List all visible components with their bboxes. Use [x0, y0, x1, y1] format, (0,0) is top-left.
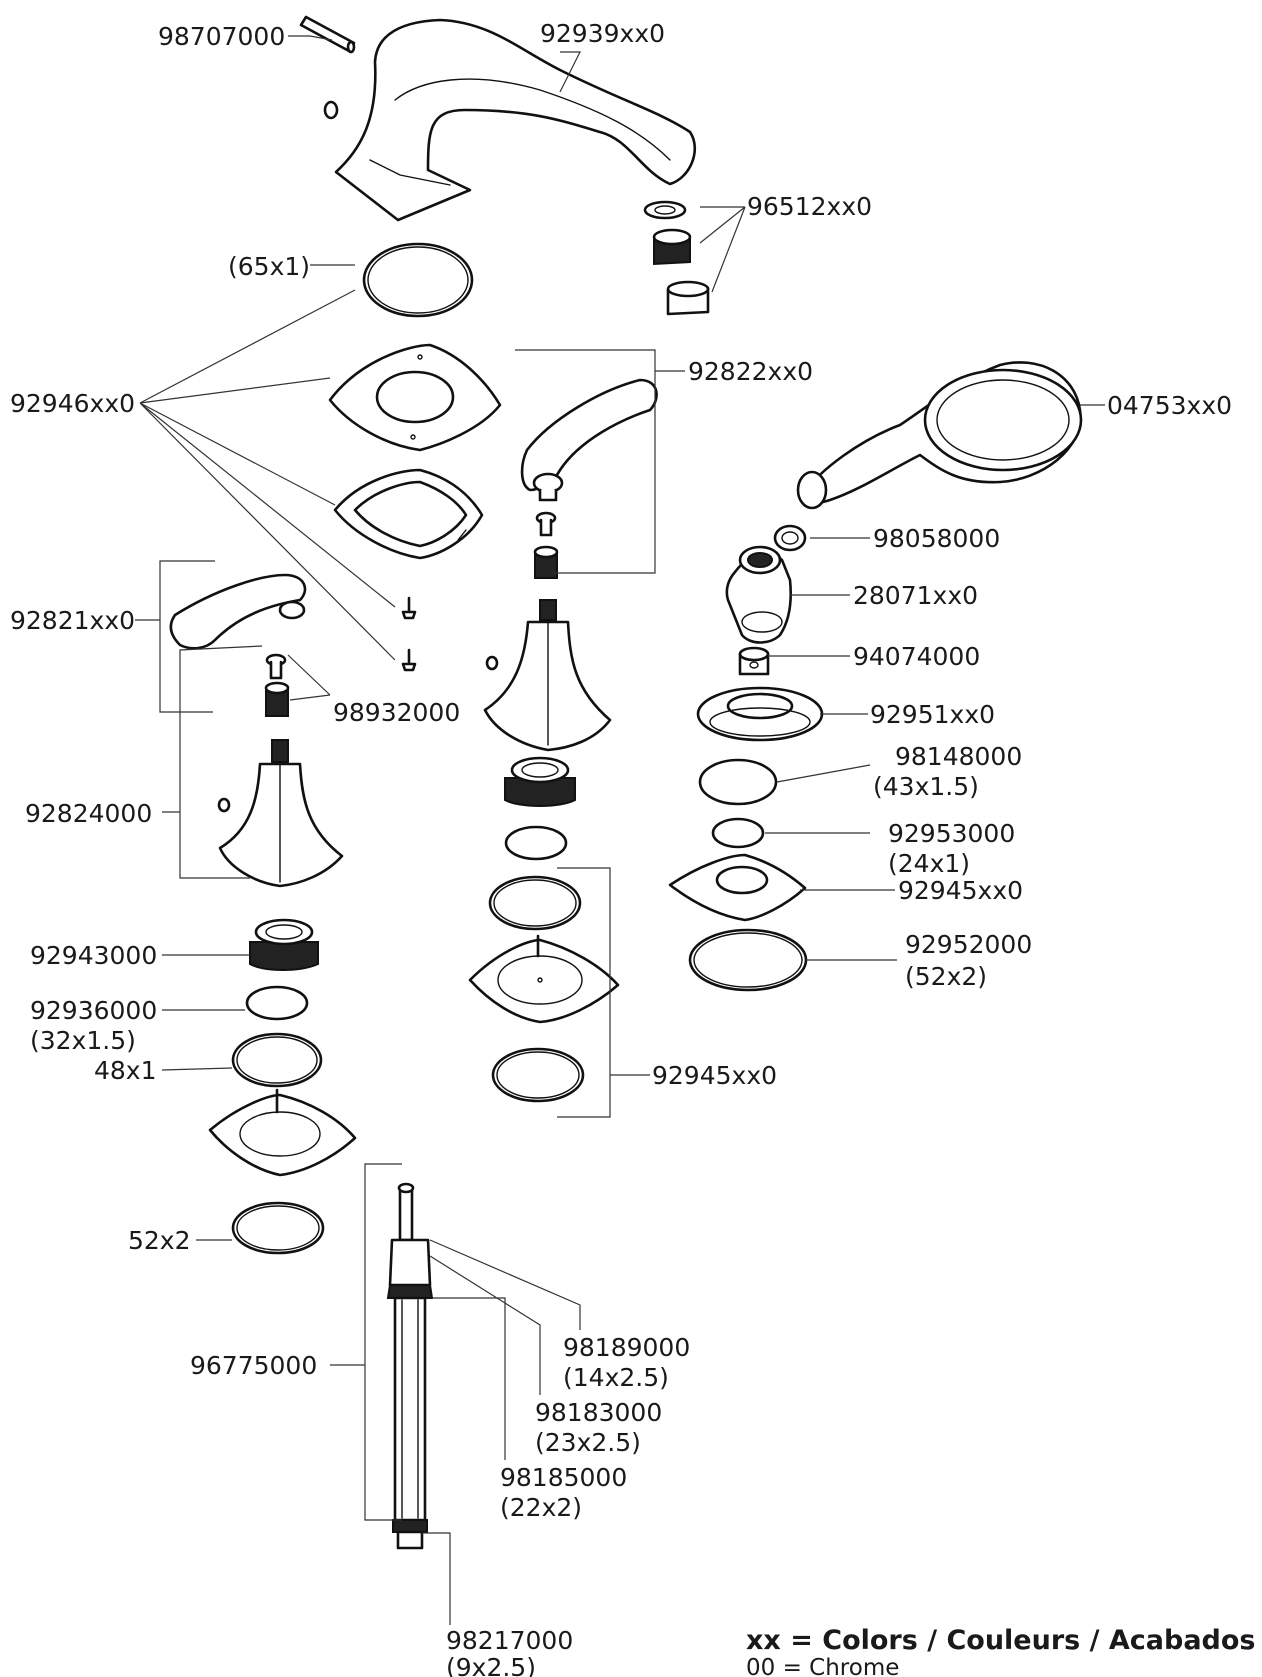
o-ring-center-bottom-part	[491, 1047, 585, 1103]
o-ring-center-small-part	[504, 825, 568, 861]
label-98217000-size: (9x2.5)	[446, 1653, 536, 1677]
plate-left-part	[208, 1088, 357, 1177]
nut-94074000-part	[738, 646, 770, 676]
label-92952000: 92952000	[905, 930, 1032, 959]
label-92952000-size: (52x2)	[905, 962, 987, 991]
gasket-frame-part	[333, 468, 484, 560]
hand-shower-part	[796, 361, 1083, 510]
small-screws-part	[401, 596, 417, 672]
o-ring-32x1.5-part	[245, 985, 309, 1021]
washer-98058000-part	[773, 524, 807, 552]
nut-center-part	[504, 756, 576, 807]
label-98183000: 98183000	[535, 1398, 662, 1427]
label-98185000-size: (22x2)	[500, 1493, 582, 1522]
label-92946xx0: 92946xx0	[10, 389, 135, 418]
set-screw-part	[323, 100, 339, 120]
label-92822xx0: 92822xx0	[688, 357, 813, 386]
label-92945xx0-center: 92945xx0	[652, 1061, 777, 1090]
handle-left-part	[169, 573, 307, 650]
valve-body-right-part	[483, 599, 612, 752]
label-96512xx0: 96512xx0	[747, 192, 872, 221]
screw-left-part	[265, 653, 287, 680]
nut-92943000-part	[249, 918, 319, 971]
label-98217000: 98217000	[446, 1626, 573, 1655]
label-92953000: 92953000	[888, 819, 1015, 848]
label-52x2: 52x2	[128, 1226, 191, 1255]
o-ring-48x1-part	[231, 1032, 323, 1088]
escutcheon-plate-part	[328, 343, 502, 452]
label-98189000: 98189000	[563, 1333, 690, 1362]
aerator-parts	[643, 200, 710, 316]
label-98183000-size: (23x2.5)	[535, 1428, 641, 1457]
label-48x1: 48x1	[94, 1056, 157, 1085]
label-98189000-size: (14x2.5)	[563, 1363, 669, 1392]
spout-part	[334, 18, 696, 222]
label-92936000-size: (32x1.5)	[30, 1026, 136, 1055]
label-98058000: 98058000	[873, 524, 1000, 553]
legend-entry: 00 = Chrome	[746, 1655, 899, 1677]
label-98148000: 98148000	[895, 742, 1022, 771]
label-98185000: 98185000	[500, 1463, 627, 1492]
plate-center-part	[468, 934, 620, 1024]
elbow-part	[725, 545, 792, 644]
label-98148000-size: (43x1.5)	[873, 772, 979, 801]
o-ring-24x1-part	[711, 817, 765, 849]
o-ring-65x1-part	[362, 242, 474, 318]
label-92824000: 92824000	[25, 799, 152, 828]
handle-right-part	[520, 378, 658, 502]
label-92939xx0: 92939xx0	[540, 19, 665, 48]
label-92821xx0: 92821xx0	[10, 606, 135, 635]
label-65x1: (65x1)	[228, 252, 310, 281]
label-92945xx0-right: 92945xx0	[898, 876, 1023, 905]
label-94074000: 94074000	[853, 642, 980, 671]
label-98932000: 98932000	[333, 698, 460, 727]
label-92953000-size: (24x1)	[888, 849, 970, 878]
legend-title: xx = Colors / Couleurs / Acabados	[746, 1625, 1256, 1656]
label-96775000: 96775000	[190, 1351, 317, 1380]
leader-lines	[135, 35, 1105, 1625]
label-92951xx0: 92951xx0	[870, 700, 995, 729]
label-92936000: 92936000	[30, 996, 157, 1025]
valve-body-left-part	[217, 739, 344, 888]
o-ring-52x2-right-part	[688, 928, 808, 992]
cartridge-part	[386, 1182, 434, 1550]
pin-part	[299, 15, 356, 54]
label-92943000: 92943000	[30, 941, 157, 970]
o-ring-center-large-part	[488, 875, 582, 931]
label-04753xx0: 04753xx0	[1107, 391, 1232, 420]
plate-92945-right-part	[668, 853, 807, 922]
o-ring-43x1.5-part	[698, 758, 778, 806]
label-98707000: 98707000	[158, 22, 285, 51]
adapter-left-part	[264, 681, 290, 717]
o-ring-52x2-left-part	[231, 1201, 325, 1255]
flange-92951-part	[696, 686, 824, 742]
label-28071xx0: 28071xx0	[853, 581, 978, 610]
screw-right-part	[535, 511, 557, 537]
adapter-right-part	[533, 545, 559, 579]
